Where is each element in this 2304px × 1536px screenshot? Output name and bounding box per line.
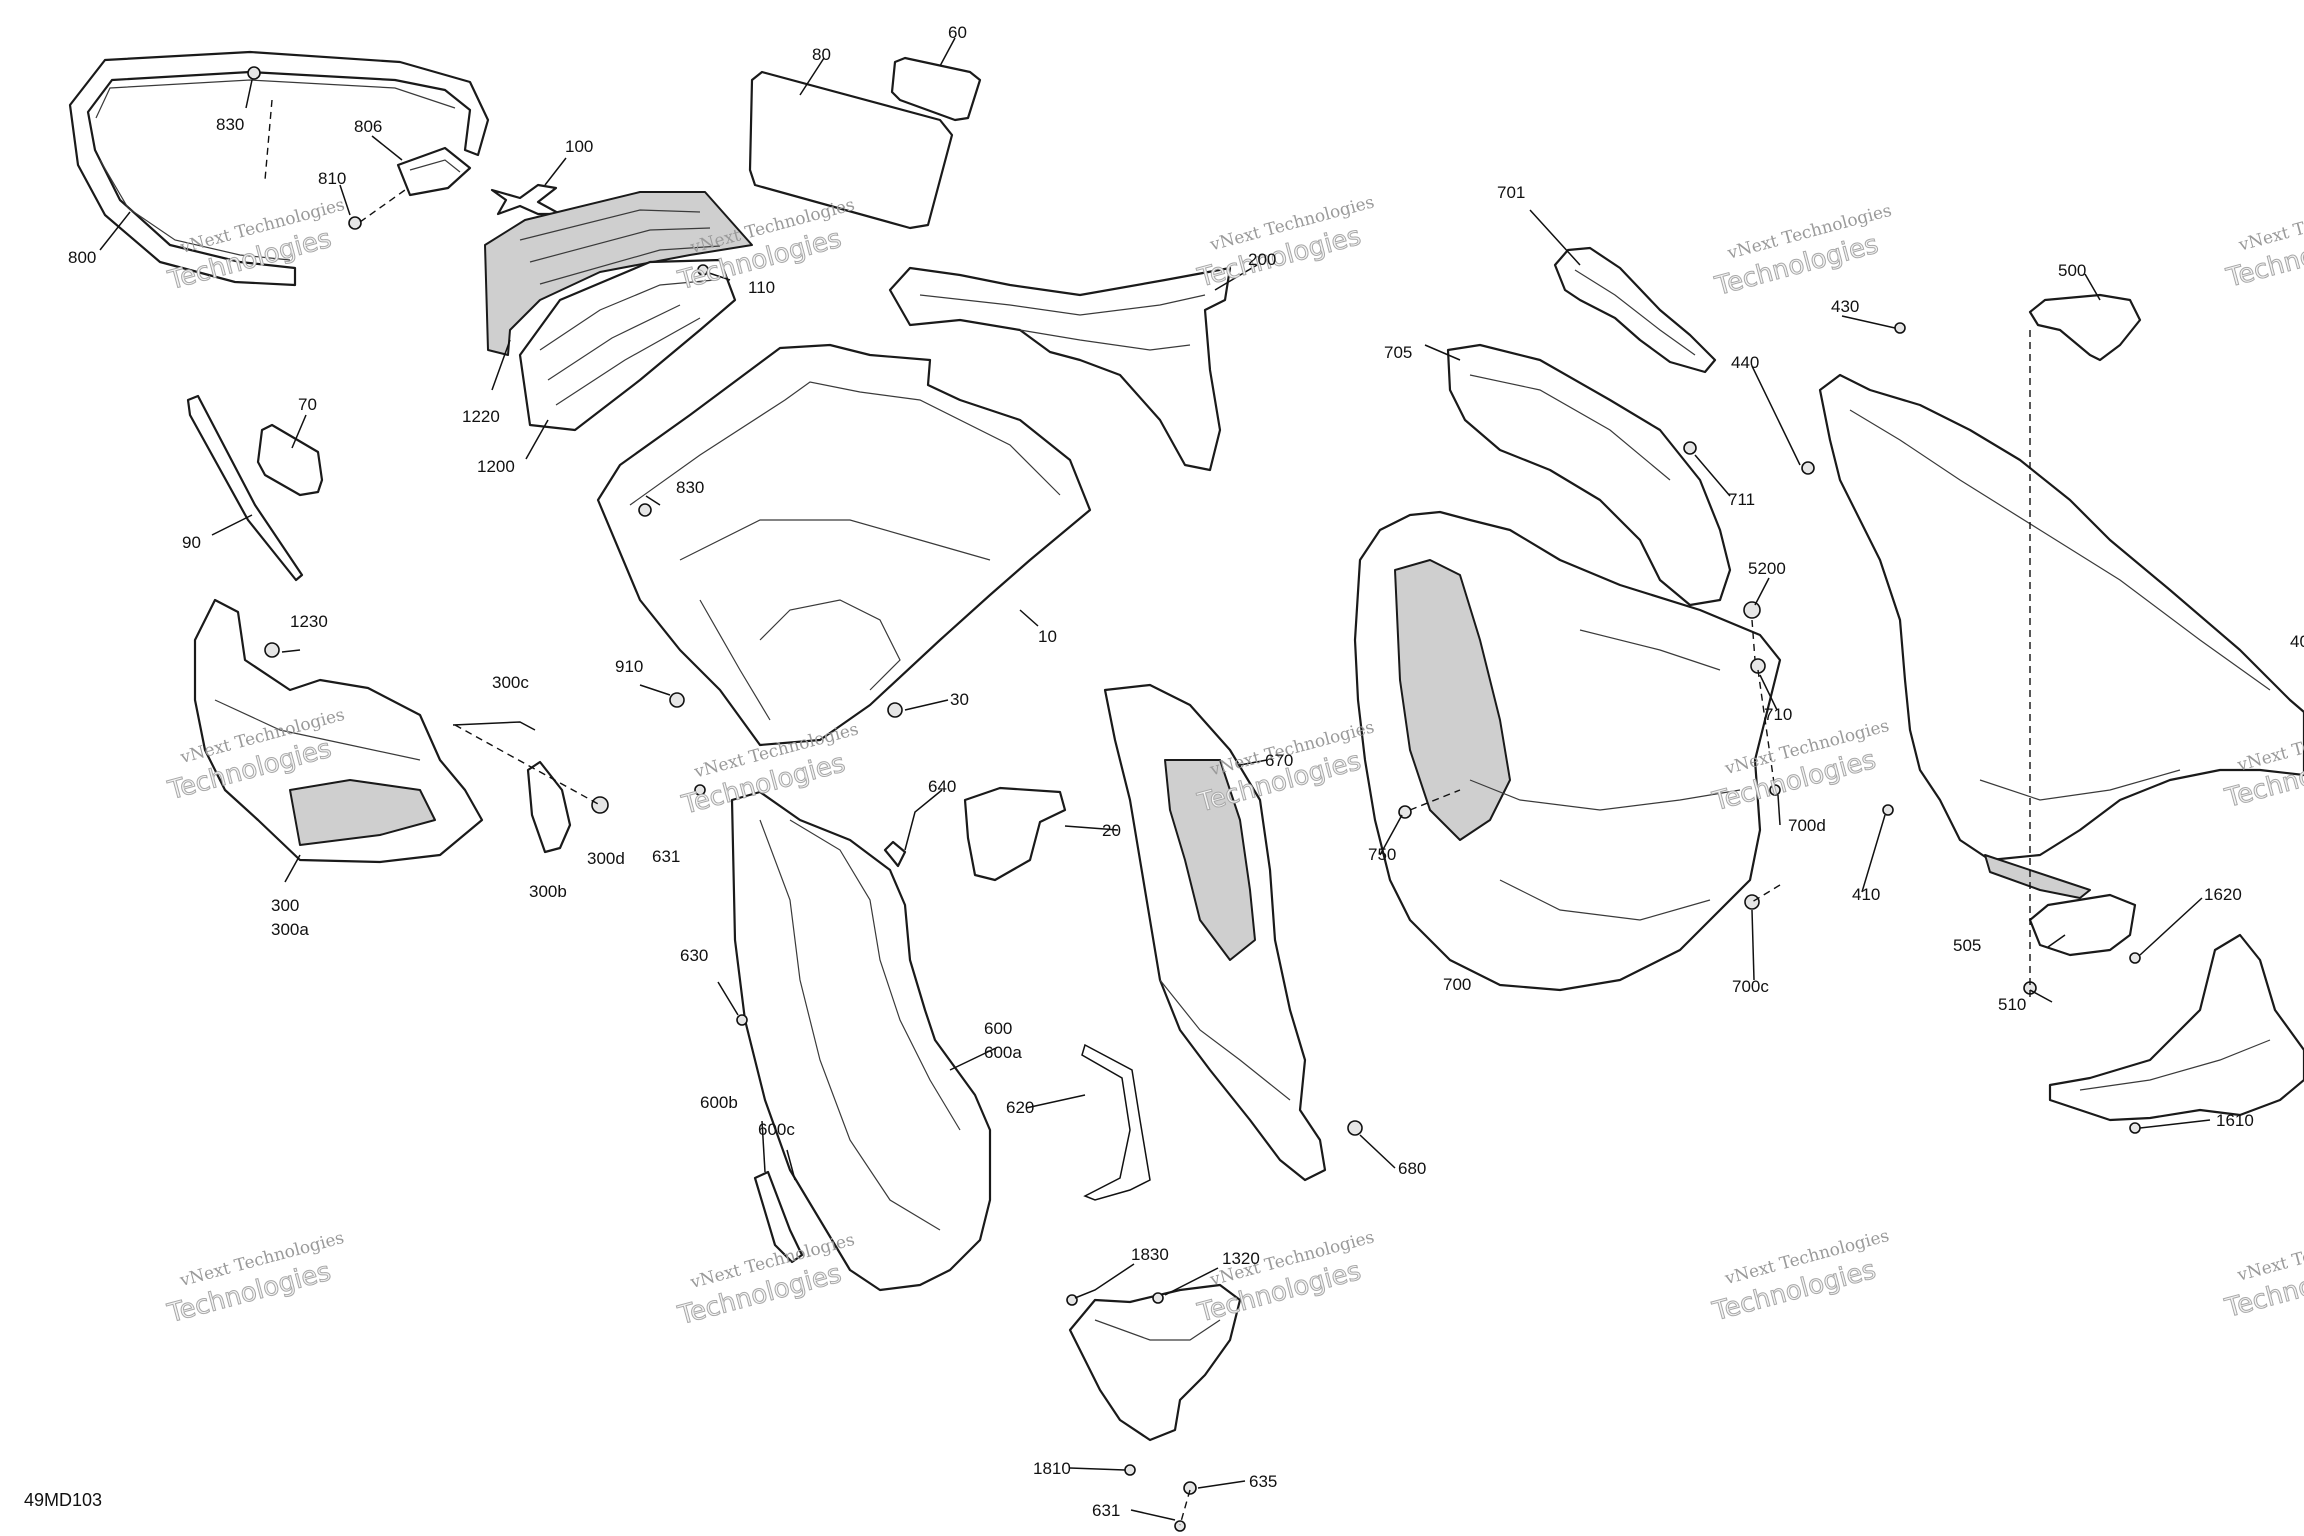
callout-90: 90 [182, 533, 201, 552]
callout-300d: 300d [587, 849, 625, 868]
callout-600: 600 [984, 1019, 1012, 1038]
callout-700c: 700c [1732, 977, 1769, 996]
part-60-pad [890, 56, 982, 122]
callout-60: 60 [948, 23, 967, 42]
callout-30: 30 [950, 690, 969, 709]
callout-1200: 1200 [477, 457, 515, 476]
callout-620: 620 [1006, 1098, 1034, 1117]
callout-701: 701 [1497, 183, 1525, 202]
part-40-right-panel [1818, 373, 2304, 899]
callout-631: 631 [1092, 1501, 1120, 1520]
callout-410: 410 [1852, 885, 1880, 904]
callout-640: 640 [928, 777, 956, 796]
callout-70: 70 [298, 395, 317, 414]
callout-830: 830 [676, 478, 704, 497]
callout-1610: 1610 [2216, 1111, 2254, 1130]
watermark: vNext Technologies Technologies [2222, 193, 2304, 295]
callout-1230: 1230 [290, 612, 328, 631]
callout-440: 440 [1731, 353, 1759, 372]
part-600-side-panel [730, 790, 992, 1292]
callout-631: 631 [652, 847, 680, 866]
callout-20: 20 [1102, 821, 1121, 840]
watermark: vNext Technologies Technologies [1194, 192, 1377, 294]
callout-830: 830 [216, 115, 244, 134]
callout-1810: 1810 [1033, 1459, 1071, 1478]
part-640-clip [883, 840, 907, 868]
hardware-fasteners [247, 66, 2141, 1532]
part-20-bracket [963, 786, 1067, 882]
watermark: vNext Technologies Technologies [2221, 1223, 2304, 1325]
leader-lines [99, 37, 2211, 1526]
part-600b-trim [753, 1170, 804, 1264]
callout-1830: 1830 [1131, 1245, 1169, 1264]
callout-670: 670 [1265, 751, 1293, 770]
callout-705: 705 [1384, 343, 1412, 362]
callout-710: 710 [1764, 705, 1792, 724]
callout-600c: 600c [758, 1120, 795, 1139]
callout-800: 800 [68, 248, 96, 267]
callout-300a: 300a [271, 920, 309, 939]
callout-711: 711 [1728, 490, 1755, 509]
callout-500: 500 [2058, 261, 2086, 280]
callout-430: 430 [1831, 297, 1859, 316]
callout-1620: 1620 [2204, 885, 2242, 904]
part-200-upper-trim [888, 266, 1232, 472]
part-300-lower-front-trim [193, 598, 484, 864]
part-10-glovebox-tub [596, 343, 1092, 747]
callout-100: 100 [565, 137, 593, 156]
part-701-bracket [1553, 246, 1717, 374]
callout-750: 750 [1368, 845, 1396, 864]
part-90-strip [186, 394, 304, 582]
part-70-pad [256, 423, 324, 497]
callout-110: 110 [748, 278, 775, 297]
diagram-code-label: 49MD103 [24, 1490, 103, 1510]
callout-1320: 1320 [1222, 1249, 1260, 1268]
part-1200-grille-mesh [518, 258, 737, 432]
part-705-upper-cover [1446, 343, 1732, 607]
callout-5200: 5200 [1748, 559, 1786, 578]
watermark: vNext Technologies Technologies [674, 1230, 857, 1332]
watermark: vNext Technologies Technologies [1194, 1227, 1377, 1329]
part-500-pad [2028, 293, 2142, 362]
watermark: vNext Technologies Technologies [163, 1228, 346, 1330]
callout-300b: 300b [529, 882, 567, 901]
callout-200: 200 [1248, 250, 1276, 269]
part-700-inner-panel [1353, 510, 1782, 992]
callout-40: 40 [2290, 632, 2304, 651]
callout-635: 635 [1249, 1472, 1277, 1491]
watermark: vNext Technologies Technologies [1711, 201, 1894, 303]
part-800-grab-handle [68, 50, 490, 287]
watermark: vNext Technologies Technologies [1708, 1226, 1891, 1328]
callout-510: 510 [1998, 995, 2026, 1014]
callout-700d: 700d [1788, 816, 1826, 835]
callout-80: 80 [812, 45, 831, 64]
part-1830-lower-bracket [1068, 1283, 1242, 1442]
callout-806: 806 [354, 117, 382, 136]
part-505-pad [2028, 893, 2137, 957]
callout-505: 505 [1953, 936, 1981, 955]
part-1620-bracket [2048, 933, 2304, 1122]
part-100-emblem [490, 183, 562, 216]
part-300b-cover [526, 760, 572, 854]
callout-630: 630 [680, 946, 708, 965]
callout-680: 680 [1398, 1159, 1426, 1178]
callout-labels: 800 830 806 810 100 110 1220 1200 80 60 … [68, 23, 2304, 1520]
part-806-bracket [396, 146, 472, 197]
part-670-console-panel [1103, 683, 1327, 1182]
callout-1220: 1220 [462, 407, 500, 426]
part-80-panel [748, 70, 954, 230]
callout-10: 10 [1038, 627, 1057, 646]
callout-700: 700 [1443, 975, 1471, 994]
callout-600a: 600a [984, 1043, 1022, 1062]
callout-300: 300 [271, 896, 299, 915]
callout-810: 810 [318, 169, 346, 188]
callout-300c: 300c [492, 673, 529, 692]
callout-910: 910 [615, 657, 643, 676]
part-620-wire [1081, 1043, 1151, 1201]
callout-600b: 600b [700, 1093, 738, 1112]
